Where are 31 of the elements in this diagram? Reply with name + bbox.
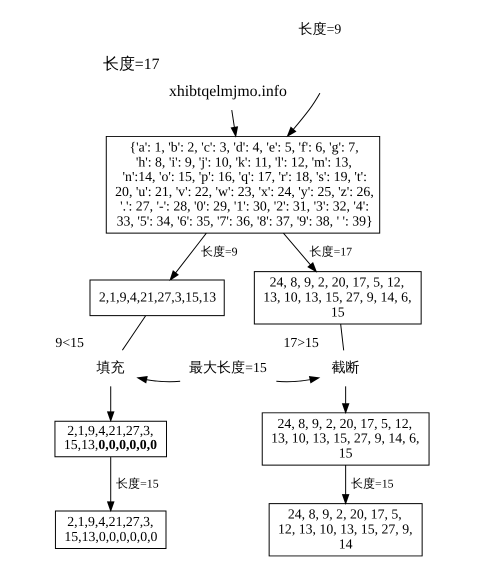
edge-label: 长度=15 xyxy=(351,476,394,490)
edge-label: 长度=15 xyxy=(116,476,159,490)
arrow xyxy=(282,232,318,273)
arrow xyxy=(136,376,181,384)
node-box: 24, 8, 9, 2, 20, 17, 5, 12, 13, 10, 13, 15, 27, 9, 14, 6, 15 xyxy=(262,412,430,466)
arrow xyxy=(286,92,320,138)
arrow xyxy=(106,456,115,512)
node-box: {'a': 1, 'b': 2, 'c': 3, 'd': 4, 'e': 5, 'f': 6, 'g': 7, 'h': 8, 'i': 9, 'j': 10, 'k': 11, 'l': 12, 'm': 13, 'n':14, 'o': 15, 'p': 16, 'q': 17, 'r': 18, 's': 19, 't': 20, 'u': 21, 'v': 22, 'w': 23, 'x': 24, 'y': 25, 'z': 26, '.': 27, '-': 28, '0': 29, '1': 30, '2': 31, '3': 32, '4': 33, '5': 34, '6': 35, '7': 36, '8': 37, '9': 38, ' ': 39} xyxy=(106,136,380,234)
node-label: 长度=17 xyxy=(102,56,160,74)
arrow xyxy=(342,386,350,414)
node-label: 17>15 xyxy=(283,334,319,350)
arrow xyxy=(230,110,238,138)
connector xyxy=(122,315,146,351)
node-text: 截断 xyxy=(331,360,360,376)
node-box: 24, 8, 9, 2, 20, 17, 5, 12, 13, 10, 13, 15, 27, 9, 14 xyxy=(268,503,423,556)
edge-label: 长度=17 xyxy=(310,244,352,258)
arrow xyxy=(169,232,207,282)
node-box: 2,1,9,4,21,27,3, 15,13,0,0,0,0,0,0 xyxy=(54,510,166,550)
node-text: xhibtqelmjmo.info xyxy=(168,82,287,100)
connector xyxy=(340,324,344,351)
edge-label: 长度=9 xyxy=(200,244,238,258)
arrow xyxy=(106,386,115,422)
arrow xyxy=(276,376,320,384)
arrow xyxy=(342,464,350,505)
node-box: 2,1,9,4,21,27,3, 15,13,0,0,0,0,0,0 xyxy=(54,420,167,458)
node-box: 2,1,9,4,21,27,3,15,13 xyxy=(90,280,225,316)
node-text: 最大长度=15 xyxy=(189,360,267,376)
label: 长度=9 xyxy=(298,21,342,36)
node-text: 填充 xyxy=(96,360,124,376)
node-label: 9<15 xyxy=(55,334,84,350)
node-box: 24, 8, 9, 2, 20, 17, 5, 12, 13, 10, 13, 15, 27, 9, 14, 6, 15 xyxy=(254,271,422,324)
